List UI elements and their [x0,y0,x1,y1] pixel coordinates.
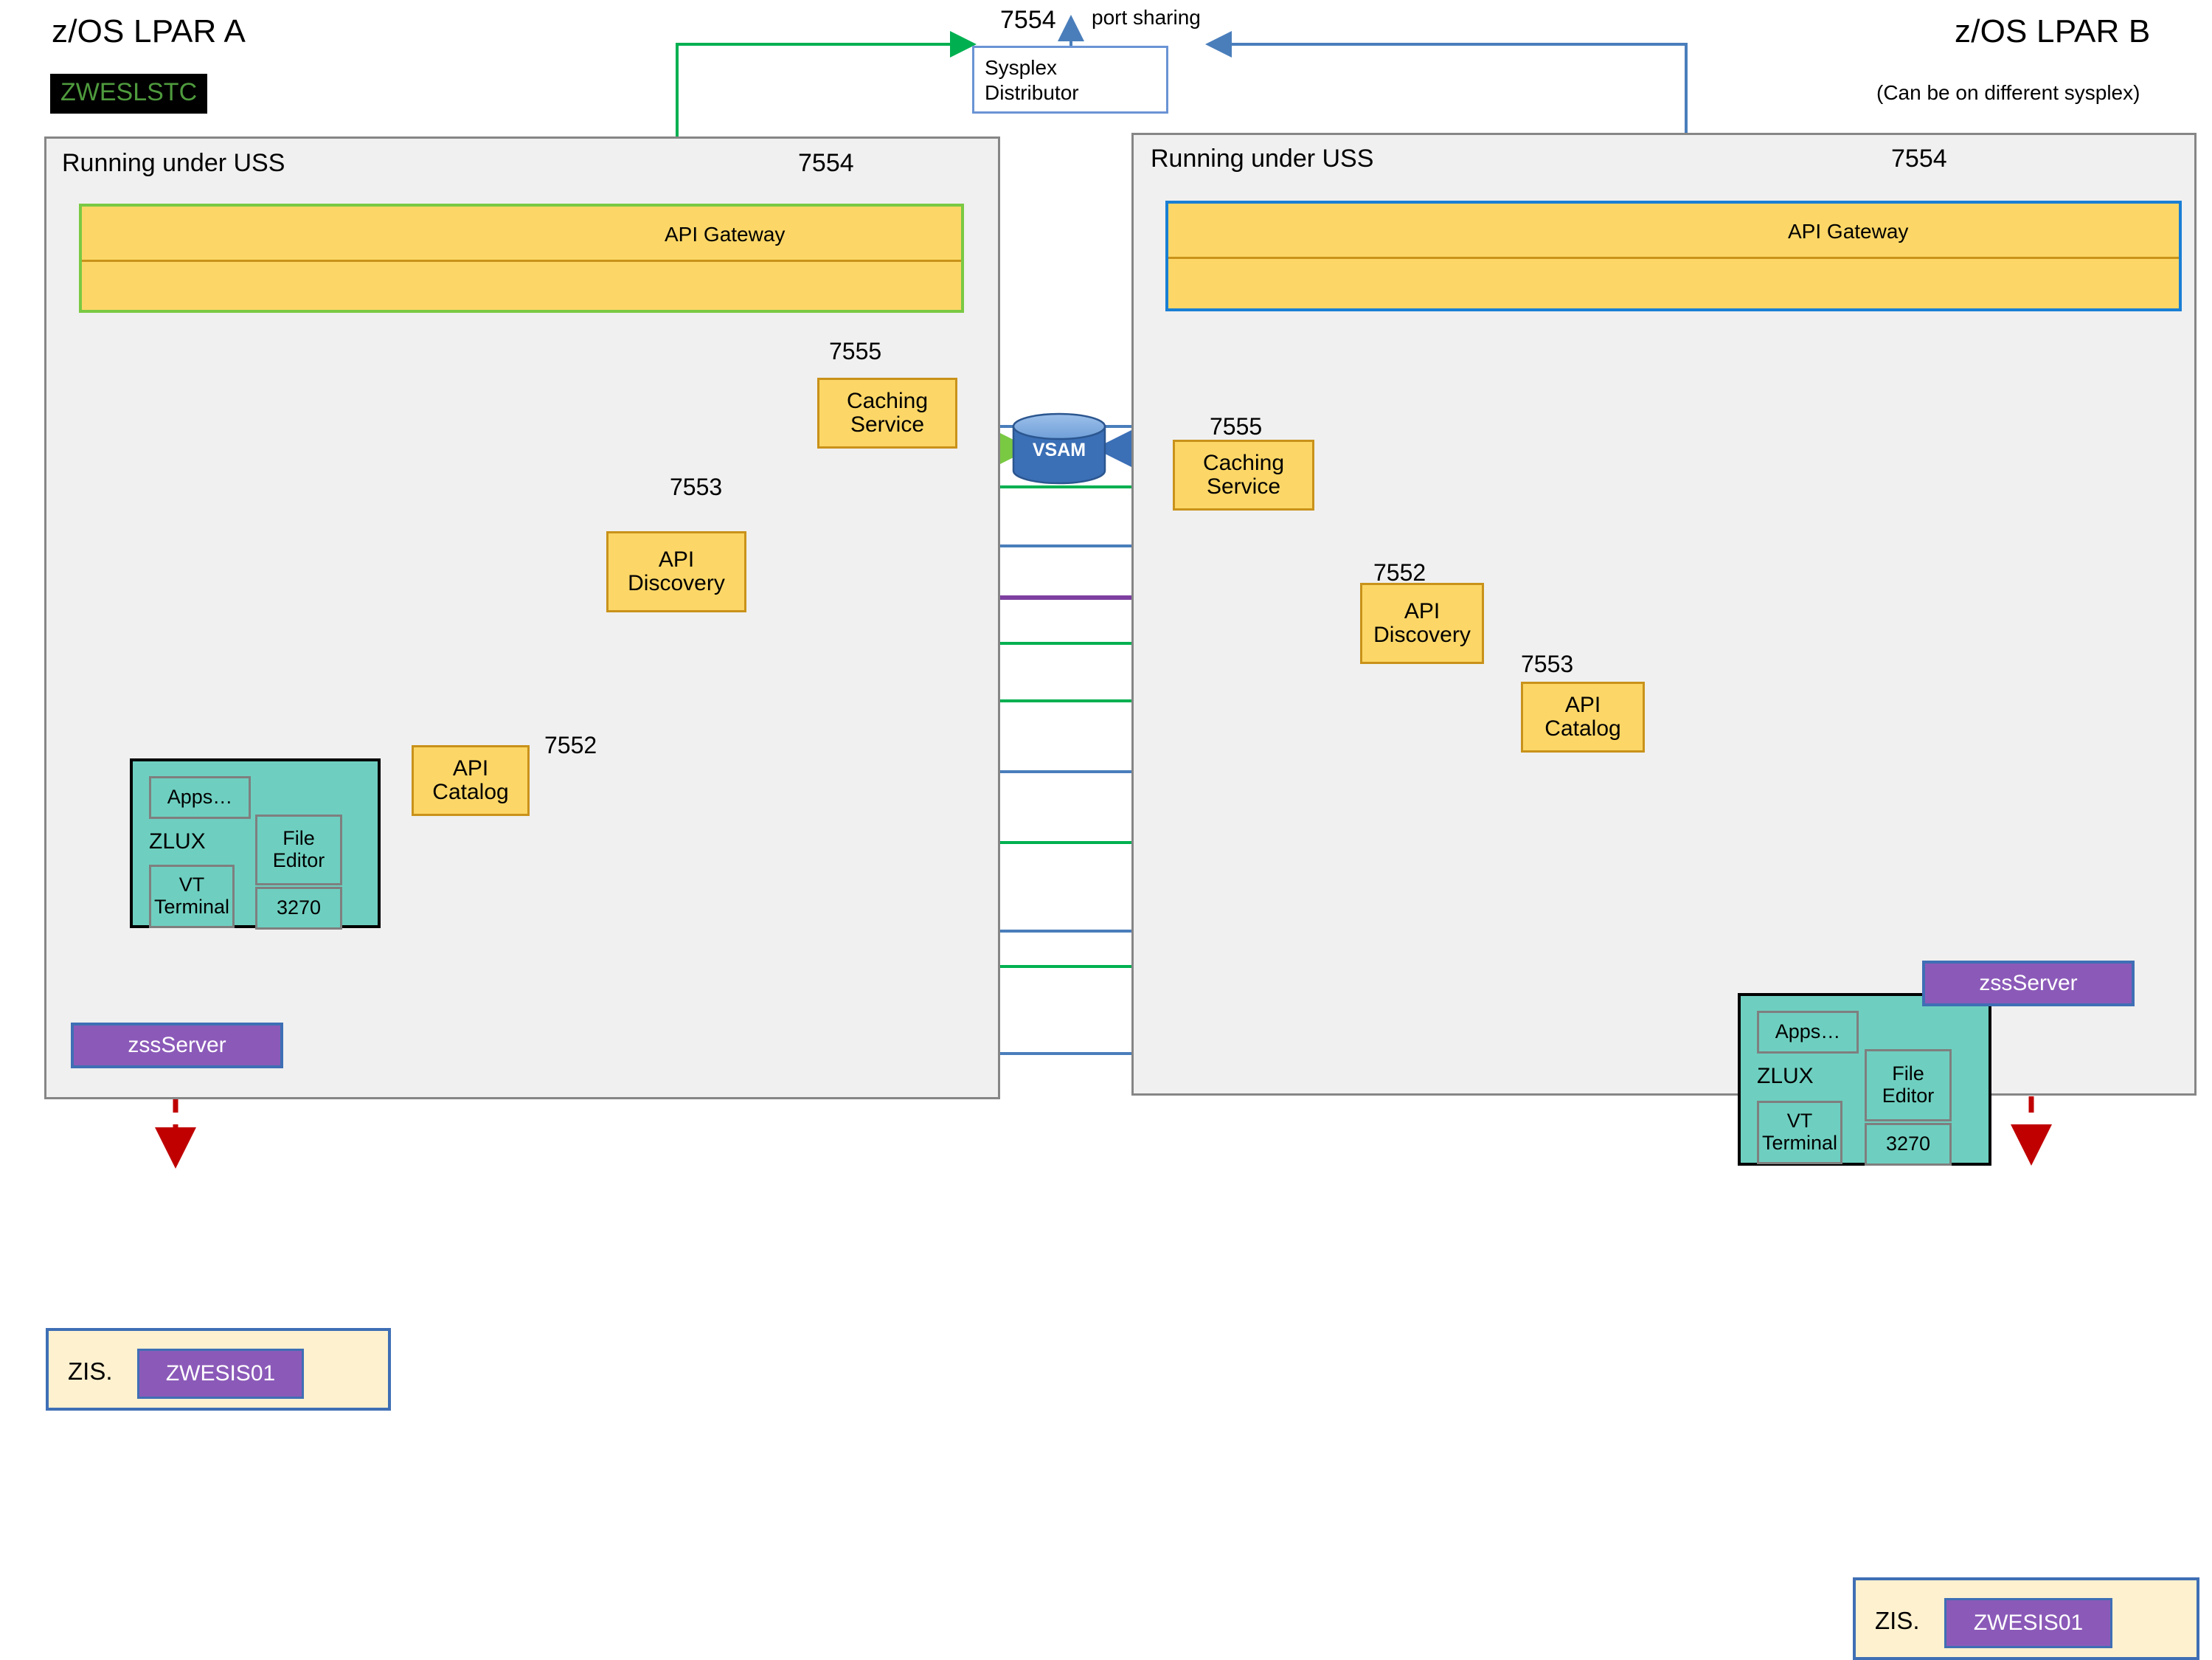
caching-line2: Service [1206,474,1281,499]
lpar-b-zlux-cell-3270[interactable]: 3270 [1865,1123,1952,1166]
lpar-a-zis-label: ZIS. [68,1358,113,1385]
lpar-a-api-gateway[interactable]: API Gateway [79,204,964,313]
lpar-a-zis-chip[interactable]: ZWESIS01 [137,1349,304,1399]
lpar-a-api-discovery[interactable]: API Discovery [606,531,746,612]
discovery-line1: API [658,547,695,572]
discovery-line2: Discovery [1373,623,1471,647]
caching-line2: Service [850,412,925,437]
lpar-b-api-gateway-label: API Gateway [1788,220,1909,243]
lpar-a-zlux-cell-apps[interactable]: Apps… [149,776,251,819]
caching-line1: Caching [1202,450,1285,475]
lpar-a-catalog-port: 7552 [544,732,597,758]
lpar-b-catalog-port: 7553 [1521,651,1574,677]
lpar-a-zlux[interactable]: Apps… ZLUX File Editor VT Terminal 3270 [130,758,381,930]
lpar-a-gateway-port: 7554 [798,149,854,177]
gateway-divider [1168,257,2179,259]
lpar-b-zss-server[interactable]: zssServer [1922,961,2135,1006]
lpar-b-zis-chip[interactable]: ZWESIS01 [1944,1598,2112,1648]
lpar-a-api-gateway-label: API Gateway [665,223,786,246]
started-task-chip: ZWESLSTC [50,74,208,114]
catalog-line1: API [452,755,489,781]
started-task-label: ZWESLSTC [50,74,208,114]
lpar-a-zlux-cell-3270[interactable]: 3270 [255,887,342,930]
lpar-a-caching-service[interactable]: Caching Service [817,378,957,449]
lpar-a-zss-server[interactable]: zssServer [71,1023,283,1068]
lpar-a-zlux-cell-file-editor[interactable]: File Editor [255,815,342,885]
catalog-line1: API [1564,692,1601,717]
lpar-b-caching-service[interactable]: Caching Service [1173,440,1314,511]
sysplex-line1: Sysplex [985,56,1058,79]
lpar-b-zlux[interactable]: Apps… ZLUX File Editor VT Terminal 3270 [1738,993,1991,1166]
caching-line1: Caching [846,388,929,413]
lpar-b-api-discovery[interactable]: API Discovery [1360,583,1484,664]
lpar-a-caching-port: 7555 [829,338,882,364]
sysplex-distributor-box[interactable]: Sysplex Distributor [972,46,1168,114]
lpar-b-api-catalog[interactable]: API Catalog [1521,682,1645,753]
lpar-b-note: (Can be on different sysplex) [1876,81,2140,104]
lpar-b-api-gateway[interactable]: API Gateway [1165,201,2182,311]
lpar-a-discovery-port: 7553 [670,474,723,500]
port-sharing-label: port sharing [1092,6,1201,29]
lpar-a-title: z/OS LPAR A [52,13,246,49]
lpar-a-api-catalog[interactable]: API Catalog [412,745,530,816]
lpar-b-gateway-port: 7554 [1891,145,1947,173]
lpar-b-uss-label: Running under USS [1151,145,1374,173]
vsam-label: VSAM [1032,440,1086,460]
lpar-a-zlux-cell-vt-terminal[interactable]: VT Terminal [149,865,235,928]
lpar-a-zlux-name: ZLUX [149,829,206,854]
gateway-divider [82,260,961,262]
diagram-canvas: z/OS LPAR A ZWESLSTC z/OS LPAR B (Can be… [44,6,2199,1660]
lpar-b-title: z/OS LPAR B [1955,13,2151,49]
lpar-b-zis-box: ZIS. ZWESIS01 [1853,1577,2199,1660]
lpar-b-zlux-cell-file-editor[interactable]: File Editor [1865,1049,1952,1121]
catalog-line2: Catalog [432,780,509,804]
discovery-line2: Discovery [628,571,725,595]
sysplex-port-label: 7554 [1000,6,1056,34]
discovery-line1: API [1404,598,1440,623]
sysplex-line2: Distributor [985,81,1079,105]
lpar-a-uss-label: Running under USS [62,149,285,177]
lpar-b-caching-port: 7555 [1210,413,1263,440]
lpar-b-zlux-cell-vt-terminal[interactable]: VT Terminal [1757,1101,1842,1164]
lpar-b-zlux-cell-apps[interactable]: Apps… [1757,1011,1859,1054]
lpar-a-zis-box: ZIS. ZWESIS01 [46,1328,391,1411]
catalog-line2: Catalog [1544,716,1621,741]
lpar-b-zis-label: ZIS. [1875,1607,1920,1634]
lpar-b-discovery-port: 7552 [1373,559,1426,586]
lpar-b-zlux-name: ZLUX [1757,1064,1814,1088]
